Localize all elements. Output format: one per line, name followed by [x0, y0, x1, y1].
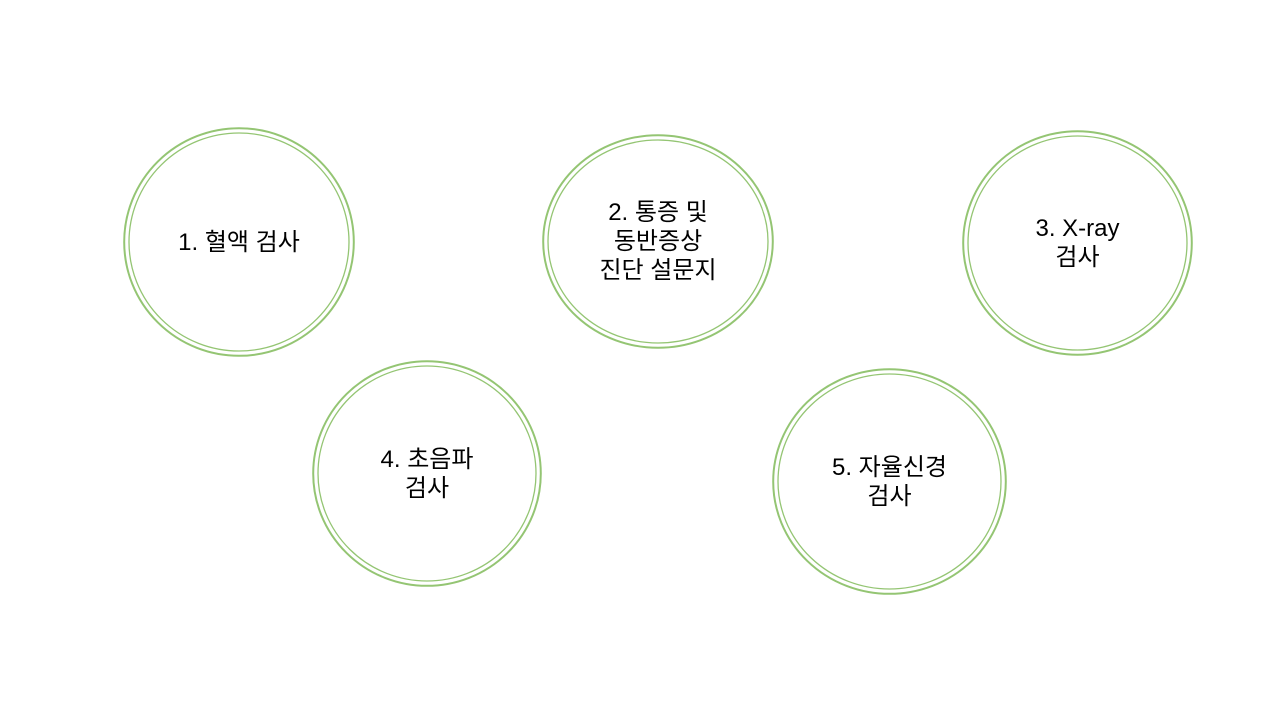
- circle-label: 1. 혈액 검사: [123, 127, 355, 357]
- circle-blood-test: 1. 혈액 검사: [123, 127, 355, 357]
- circle-pain-symptom-questionnaire: 2. 통증 및 동반증상 진단 설문지: [542, 134, 774, 349]
- double-ring-shape: [542, 134, 774, 349]
- inner-ring: [128, 132, 350, 352]
- circle-ultrasound-test: 4. 초음파 검사: [312, 360, 542, 587]
- outer-ring: [312, 360, 542, 587]
- label-line: 검사: [404, 474, 450, 502]
- double-ring-shape: [123, 127, 355, 357]
- circle-label: 3. X-ray 검사: [962, 130, 1193, 356]
- circle-xray-test: 3. X-ray 검사: [962, 130, 1193, 356]
- label-line: 진단 설문지: [599, 257, 717, 284]
- circle-label: 2. 통증 및 동반증상 진단 설문지: [542, 134, 774, 349]
- label-line: 4. 초음파: [380, 445, 474, 473]
- label-line: 2. 통증 및: [608, 199, 708, 226]
- label-line: 검사: [867, 482, 912, 510]
- inner-ring: [547, 139, 769, 344]
- inner-ring: [317, 365, 537, 582]
- circle-label: 5. 자율신경 검사: [772, 368, 1007, 595]
- inner-ring: [777, 373, 1002, 590]
- label-line: 검사: [1055, 244, 1100, 271]
- outer-ring: [962, 130, 1193, 356]
- outer-ring: [772, 368, 1007, 595]
- label-line: 동반증상: [613, 228, 703, 255]
- label-line: 5. 자율신경: [831, 453, 947, 481]
- outer-ring: [123, 127, 355, 357]
- circle-label: 4. 초음파 검사: [312, 360, 542, 587]
- double-ring-shape: [772, 368, 1007, 595]
- inner-ring: [967, 135, 1188, 351]
- double-ring-shape: [312, 360, 542, 587]
- label-line: 1. 혈액 검사: [178, 228, 300, 256]
- outer-ring: [542, 134, 774, 349]
- label-line: 3. X-ray: [1035, 215, 1120, 242]
- double-ring-shape: [962, 130, 1193, 356]
- circle-autonomic-nerve-test: 5. 자율신경 검사: [772, 368, 1007, 595]
